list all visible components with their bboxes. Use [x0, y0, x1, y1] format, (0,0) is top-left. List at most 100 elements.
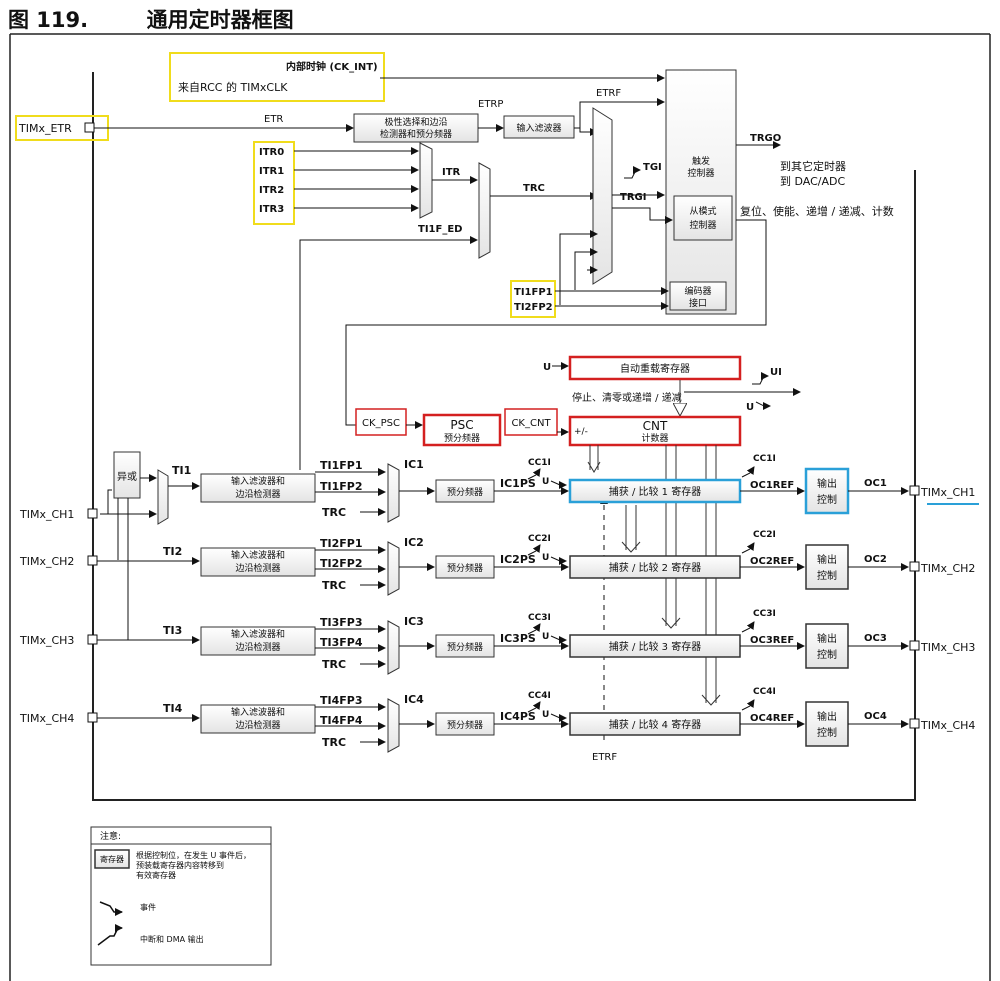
svg-text:注意:: 注意:	[100, 830, 121, 842]
from-rcc-label: 来自RCC 的 TIMxCLK	[178, 80, 288, 94]
svg-text:ITR1: ITR1	[259, 166, 284, 177]
etrf-label: ETRF	[596, 88, 621, 99]
internal-clock-label: 内部时钟 (CK_INT)	[286, 60, 378, 73]
etrp-label: ETRP	[478, 99, 503, 110]
svg-text:CNT: CNT	[643, 419, 668, 433]
cc3i-in: CC3I	[528, 613, 551, 623]
svg-text:ITR0: ITR0	[259, 147, 284, 158]
oc2-output-control	[805, 544, 849, 590]
outer-frame	[9, 33, 991, 981]
cc3i-out: CC3I	[753, 609, 776, 619]
oc4-label: OC4	[864, 711, 887, 722]
ui-label: UI	[770, 367, 782, 378]
ti4-label: TI4	[163, 702, 183, 715]
ic2-mux	[387, 541, 400, 596]
svg-text:从模式: 从模式	[689, 205, 716, 217]
oc4-pin	[909, 718, 920, 729]
etr-pin	[84, 122, 95, 133]
legend-reg-box	[94, 849, 130, 869]
legend: 注意: 寄存器 根据控制位，在发生 U 事件后， 预装载寄存器内容转移到 有效寄…	[90, 826, 272, 966]
interrupt-icon	[97, 924, 123, 946]
cc2i-out: CC2I	[753, 530, 776, 540]
svg-text:极性选择和边沿: 极性选择和边沿	[384, 116, 447, 128]
event-icon	[99, 901, 123, 916]
svg-text:ITR2: ITR2	[259, 185, 284, 196]
etrf-bottom-label: ETRF	[592, 752, 617, 763]
svg-text:输入滤波器: 输入滤波器	[516, 122, 561, 134]
oc4ref-label: OC4REF	[750, 713, 794, 724]
svg-text:预分频器: 预分频器	[447, 641, 483, 653]
trgo-label: TRGO	[750, 133, 781, 144]
trgi-label: TRGI	[620, 192, 646, 203]
cc3-register-label: 捕获 / 比较 3 寄存器	[609, 640, 701, 653]
ic2ps-label: IC2PS	[500, 553, 536, 566]
oc1-output-control	[804, 467, 850, 515]
ch2-fp-a: TI2FP1	[320, 537, 362, 550]
svg-text:异或: 异或	[117, 471, 137, 483]
svg-text:控制: 控制	[817, 493, 837, 506]
auto-reload-register	[568, 355, 742, 381]
oc3ref-label: OC3REF	[750, 635, 794, 646]
ch3-pin-label: TIMx_CH3	[19, 634, 74, 647]
ti2fp2-label: TI2FP2	[514, 302, 553, 313]
oc3-output-control	[805, 623, 849, 669]
oc1-pin-label: TIMx_CH1	[920, 486, 975, 499]
cc4-register-label: 捕获 / 比较 4 寄存器	[609, 718, 701, 731]
encoder-interface: 编码器 接口	[669, 281, 727, 311]
svg-text:自动重载寄存器: 自动重载寄存器	[620, 362, 690, 375]
ch1-pin	[87, 508, 98, 519]
svg-text:输入滤波器和: 输入滤波器和	[231, 628, 285, 640]
svg-text:预装载寄存器内容转移到: 预装载寄存器内容转移到	[136, 860, 224, 870]
ti2-label: TI2	[163, 545, 182, 558]
oc2-pin-label: TIMx_CH2	[920, 562, 975, 575]
svg-text:控制: 控制	[817, 569, 837, 582]
ch2-pin-label: TIMx_CH2	[19, 555, 74, 568]
svg-text:控制: 控制	[817, 648, 837, 661]
timer-boundary	[92, 72, 916, 801]
ic3-mux	[387, 620, 400, 675]
ti1fp1-label: TI1FP1	[514, 287, 553, 298]
ti-fp-box	[510, 280, 556, 318]
ic4-mux	[387, 698, 400, 753]
svg-text:输入滤波器和: 输入滤波器和	[231, 706, 285, 718]
cc2i-in: CC2I	[528, 534, 551, 544]
svg-text:预分频器: 预分频器	[444, 432, 480, 444]
oc4-pin-label: TIMx_CH4	[920, 719, 975, 732]
cc1i-in: CC1I	[528, 458, 551, 468]
svg-text:接口: 接口	[689, 297, 707, 309]
svg-text:输出: 输出	[817, 710, 837, 723]
oc3-pin	[909, 640, 920, 651]
ch3-pin	[87, 634, 98, 645]
trc-mux	[478, 162, 491, 259]
cc2-register-label: 捕获 / 比较 2 寄存器	[609, 561, 701, 574]
svg-text:有效寄存器: 有效寄存器	[136, 870, 176, 880]
itr-inputs: ITR0 ITR1 ITR2 ITR3	[259, 147, 284, 215]
u-label-ui: U	[746, 402, 754, 413]
xor-gate: 异或	[113, 451, 141, 499]
svg-text:CK_PSC: CK_PSC	[362, 418, 400, 429]
svg-text:中断和 DMA 输出: 中断和 DMA 输出	[140, 934, 204, 944]
ic3-label: IC3	[404, 615, 424, 628]
svg-text:U: U	[542, 553, 549, 563]
ic1-label: IC1	[404, 458, 424, 471]
ck-psc-box	[355, 408, 407, 436]
oc2-pin	[909, 561, 920, 572]
ch4-pin-label: TIMx_CH4	[19, 712, 74, 725]
svg-text:控制器: 控制器	[687, 167, 714, 179]
etr-input-filter: 输入滤波器	[503, 115, 575, 139]
ch3-fp-a: TI3FP3	[320, 616, 362, 629]
ch4-trc: TRC	[322, 736, 346, 749]
svg-text:U: U	[542, 477, 549, 487]
slave-controller: 从模式 控制器	[673, 195, 733, 241]
ch2-pin	[87, 555, 98, 566]
oc2-label: OC2	[864, 554, 887, 565]
ic4-label: IC4	[404, 693, 424, 706]
oc3-pin-label: TIMx_CH3	[920, 641, 975, 654]
svg-text:+/-: +/-	[574, 427, 588, 437]
cc1-register-label: 捕获 / 比较 1 寄存器	[609, 485, 701, 498]
ti1f-ed-label: TI1F_ED	[418, 224, 462, 235]
ch2-filter-block	[200, 547, 316, 577]
svg-text:U: U	[542, 710, 549, 720]
polarity-block: 极性选择和边沿 检测器和预分频器	[353, 113, 479, 143]
